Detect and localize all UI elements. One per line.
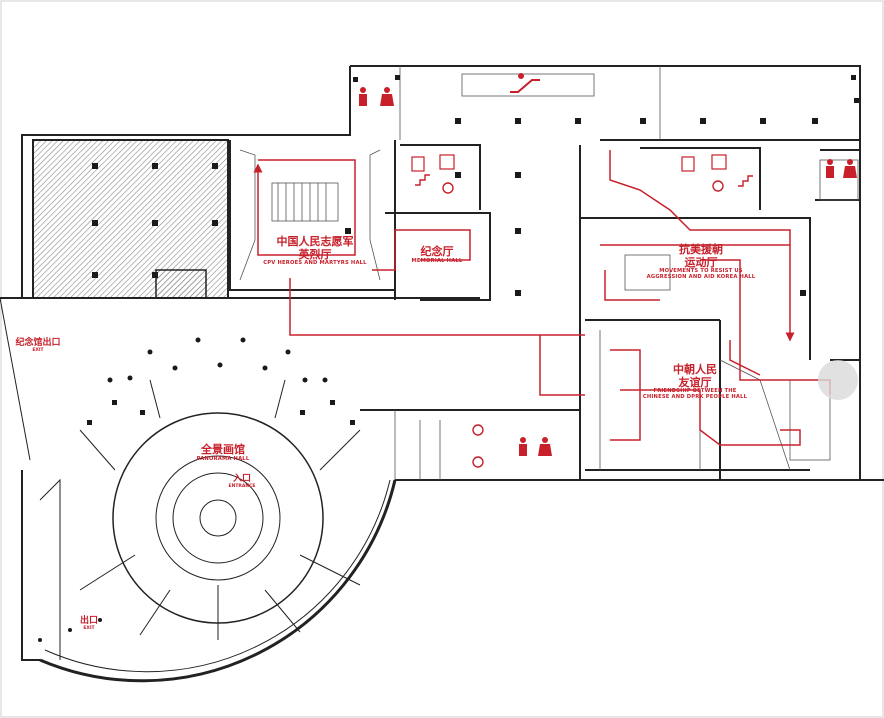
panorama-hall-label: 全景画馆 PANORAMA HALL <box>188 443 258 463</box>
entrance-cn: 入口 <box>232 474 251 484</box>
friendship-hall-cn-1: 中朝人民 <box>673 363 717 376</box>
memorial-exit-cn: 纪念馆出口 <box>15 338 61 348</box>
panorama-hall-cn: 全景画馆 <box>201 443 245 456</box>
friendship-hall-en-1: FRIENDSHIP BETWEEN THE <box>653 388 737 395</box>
panorama-exit-cn: 出口 <box>79 616 98 626</box>
inner-lines <box>239 66 859 480</box>
wheelchair-icon <box>442 180 724 468</box>
movements-hall-cn-1: 抗美援朝 <box>679 243 723 256</box>
toilet-icon <box>359 87 857 456</box>
exit-marker <box>818 360 858 400</box>
memorial-hall-cn: 纪念厅 <box>420 245 454 258</box>
escalator-icon <box>510 73 540 93</box>
friendship-hall-en-2: CHINESE AND DPRK PEOPLE HALL <box>642 394 748 401</box>
movements-hall-label: 抗美援朝 运动厅 MOVEMENTS TO RESIST US AGGRESSI… <box>646 243 756 281</box>
friendship-hall-label: 中朝人民 友谊厅 FRIENDSHIP BETWEEN THE CHINESE … <box>640 363 750 401</box>
memorial-hall-en: MEMORIAL HALL <box>411 257 463 264</box>
heroes-hall-en: CPV HEROES AND MARTYRS HALL <box>263 260 367 267</box>
memorial-exit-label: 纪念馆出口 EXIT <box>4 338 72 354</box>
movements-hall-en-2: AGGRESSION AND AID KOREA HALL <box>646 274 756 281</box>
rotunda-pillars <box>38 337 355 642</box>
movements-hall-cn-2: 运动厅 <box>684 255 718 269</box>
stairs-icon <box>415 174 753 187</box>
panorama-hall-en: PANORAMA HALL <box>196 455 250 462</box>
visitor-route <box>253 150 831 446</box>
friendship-hall-cn-2: 友谊厅 <box>678 375 712 389</box>
heroes-hall-cn-2: 英烈厅 <box>298 247 332 261</box>
entrance-label: 入口 ENTRANCE <box>222 474 262 490</box>
elevator-icon <box>411 154 727 172</box>
pillars <box>92 75 859 296</box>
panorama-exit-label: 出口 EXIT <box>74 616 104 632</box>
panorama-exit-en: EXIT <box>83 626 95 632</box>
panorama-rotunda <box>0 297 397 683</box>
memorial-exit-en: EXIT <box>32 348 44 354</box>
dark-grille <box>155 269 207 299</box>
memorial-hall-label: 纪念厅 MEMORIAL HALL <box>402 245 472 265</box>
heroes-hall-cn-1: 中国人民志愿军 <box>276 235 354 248</box>
entrance-en: ENTRANCE <box>228 484 256 490</box>
movements-hall-en-1: MOVEMENTS TO RESIST US <box>659 268 743 275</box>
building-walls <box>0 65 884 481</box>
heroes-hall-label: 中国人民志愿军 英烈厅 CPV HEROES AND MARTYRS HALL <box>255 235 375 267</box>
